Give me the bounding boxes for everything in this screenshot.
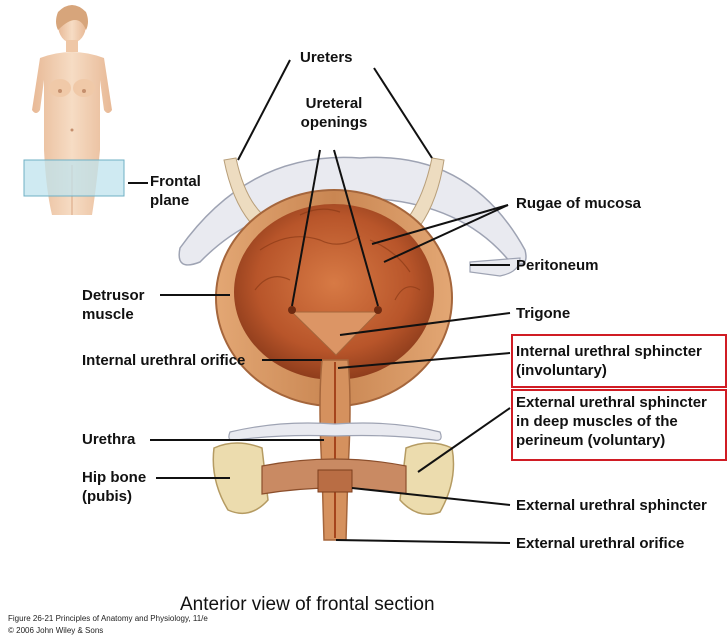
label-trigone: Trigone (516, 304, 570, 323)
label-hip-bone-line2: (pubis) (82, 487, 146, 506)
figure-caption: Anterior view of frontal section (180, 594, 435, 616)
label-hip-bone-line1: Hip bone (82, 468, 146, 487)
label-external-sphincter-deep-line2: in deep muscles of the (516, 412, 707, 431)
label-external-sphincter-deep-line1: External urethral sphincter (516, 393, 707, 412)
left-ureteral-opening (288, 306, 296, 314)
label-internal-sphincter-line1: Internal urethral sphincter (516, 342, 702, 361)
label-hip-bone: Hip bone (pubis) (82, 468, 146, 506)
label-ureteral-openings: Ureteral openings (296, 94, 372, 132)
label-internal-orifice: Internal urethral orifice (82, 351, 245, 370)
external-sphincter-ring (318, 470, 352, 492)
label-ureters: Ureters (300, 48, 353, 67)
label-peritoneum: Peritoneum (516, 256, 599, 275)
label-urethra: Urethra (82, 430, 135, 449)
label-external-orifice: External urethral orifice (516, 534, 684, 553)
label-detrusor-line2: muscle (82, 305, 145, 324)
label-ureteral-openings-line2: openings (296, 113, 372, 132)
label-frontal-plane-line1: Frontal (150, 172, 201, 191)
label-frontal-plane-line2: plane (150, 191, 201, 210)
label-ureteral-openings-line1: Ureteral (296, 94, 372, 113)
label-detrusor: Detrusor muscle (82, 286, 145, 324)
right-ureteral-opening (374, 306, 382, 314)
label-internal-sphincter-line2: (involuntary) (516, 361, 702, 380)
label-internal-sphincter: Internal urethral sphincter (involuntary… (516, 342, 702, 380)
label-external-sphincter: External urethral sphincter (516, 496, 707, 515)
label-external-sphincter-deep-line3: perineum (voluntary) (516, 431, 707, 450)
label-rugae: Rugae of mucosa (516, 194, 641, 213)
figure-credit-line1: Figure 26-21 Principles of Anatomy and P… (8, 614, 208, 623)
frontal-plane-band (24, 160, 124, 196)
label-frontal-plane: Frontal plane (150, 172, 201, 210)
label-external-sphincter-deep: External urethral sphincter in deep musc… (516, 393, 707, 450)
figure-credit-line2: © 2006 John Wiley & Sons (8, 626, 103, 635)
label-detrusor-line1: Detrusor (82, 286, 145, 305)
